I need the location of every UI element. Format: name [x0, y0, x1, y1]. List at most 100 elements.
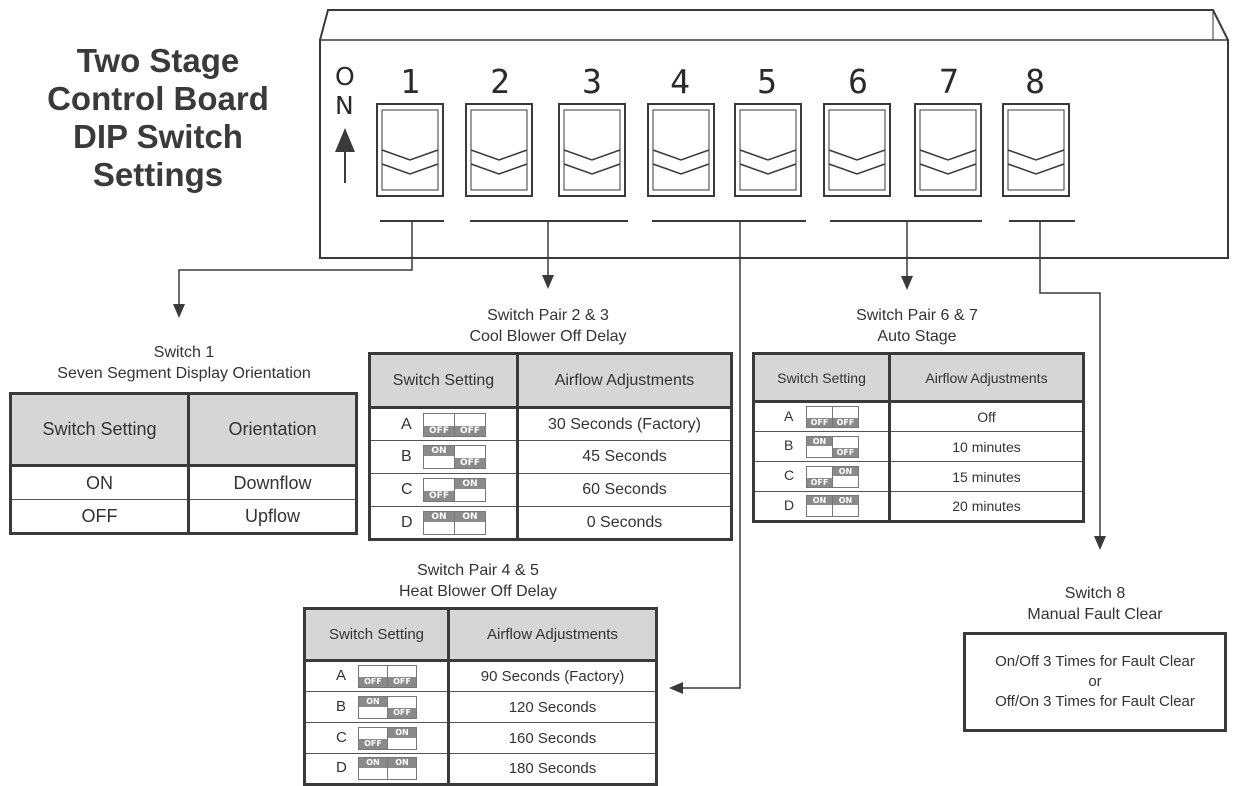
dip-switch-4-rocker-top	[652, 149, 710, 161]
switch-state-label: ON	[807, 496, 832, 505]
column-header: Orientation	[187, 393, 357, 467]
setting-letter: C	[784, 467, 795, 484]
wire-switch-1	[173, 222, 413, 318]
dip-switch-8-rocker-bottom	[1007, 163, 1065, 175]
orientation-cell: Upflow	[187, 499, 357, 534]
on-label-letter-o: O	[335, 62, 355, 91]
diagram-title: Two Stage Control Board DIP Switch Setti…	[10, 42, 306, 194]
dip-switch-8-rocker-top	[1007, 149, 1065, 161]
dip-switch-5	[734, 103, 802, 197]
dip-switch-right-state: ON	[454, 511, 485, 534]
switch-state-label: OFF	[359, 677, 387, 687]
dip-switch-left-state: OFF	[807, 466, 832, 487]
dip-switch-7-rocker-top	[919, 149, 977, 161]
airflow-adjustment-cell: Off	[888, 401, 1084, 432]
table-header-row: Switch Setting Airflow Adjustments	[369, 353, 732, 409]
wire-switch-pair-4-5	[669, 222, 741, 694]
fault-clear-line-2: or	[1088, 673, 1102, 690]
dip-switch-left-state: ON	[807, 496, 832, 516]
dip-switch-2-rocker-bottom	[470, 163, 528, 175]
dip-switch-6	[823, 103, 891, 197]
switch-number-4: 4	[670, 62, 690, 101]
dip-switch-right-state: ON	[832, 496, 858, 516]
switch-state-label: OFF	[388, 707, 416, 718]
setting-letter: D	[784, 496, 795, 513]
switch-state-label: OFF	[424, 425, 454, 436]
airflow-adjustment-cell: 20 minutes	[888, 491, 1084, 522]
switch-state-label: OFF	[388, 677, 416, 687]
switch-number-1: 1	[400, 62, 420, 101]
switch-number-7: 7	[939, 62, 959, 101]
switch8-caption: Switch 8 Manual Fault Clear	[975, 583, 1215, 625]
dip-switch-2-rocker-top	[470, 149, 528, 161]
column-header: Switch Setting	[10, 393, 189, 467]
dip-switch-right-state: ON	[387, 758, 416, 779]
switch-state-label: ON	[424, 446, 454, 456]
column-header: Switch Setting	[369, 353, 518, 409]
dip-switch-left-state: ON	[359, 696, 387, 718]
fault-clear-line-1: On/Off 3 Times for Fault Clear	[995, 653, 1195, 670]
setting-letter: A	[336, 667, 347, 685]
dip-switch-left-state: OFF	[359, 727, 387, 749]
setting-letter: D	[336, 759, 347, 777]
airflow-adjustment-cell: 120 Seconds	[447, 691, 657, 723]
dip-switch-1	[376, 103, 444, 197]
switch-state-label: ON	[833, 466, 858, 476]
fault-clear-box: On/Off 3 Times for Fault Clear or Off/On…	[963, 632, 1227, 732]
airflow-adjustment-cell: 60 Seconds	[516, 473, 732, 507]
switch-state-label: OFF	[359, 738, 387, 749]
switch-state-label: ON	[455, 479, 485, 489]
dip-switch-3-rocker-bottom	[563, 163, 621, 175]
on-direction-arrowhead	[335, 128, 355, 152]
dip-switch-left-state: ON	[359, 758, 387, 779]
switch-state-label: OFF	[833, 418, 858, 427]
dip-switch-right-state: OFF	[832, 407, 858, 427]
switch-state-label: OFF	[833, 447, 858, 457]
airflow-adjustment-cell: 160 Seconds	[447, 722, 657, 754]
dip-switch-right-state: OFF	[454, 446, 485, 468]
airflow-adjustment-cell: 0 Seconds	[516, 506, 732, 540]
table-row: OFF Upflow	[10, 499, 357, 534]
switch-number-5: 5	[757, 62, 777, 101]
dip-switch-right-state: ON	[387, 727, 416, 749]
dip-switch-1-rocker-bottom	[381, 163, 439, 175]
switch-state-label: ON	[807, 436, 832, 446]
switch1-caption-line-2: Seven Segment Display Orientation	[57, 365, 311, 382]
column-header: Airflow Adjustments	[516, 353, 732, 409]
column-header: Switch Setting	[304, 608, 449, 662]
airflow-adjustment-cell: 15 minutes	[888, 461, 1084, 492]
table-header-row: Switch Setting Airflow Adjustments	[753, 353, 1084, 403]
airflow-adjustment-cell: 90 Seconds (Factory)	[447, 660, 657, 692]
setting-letter: C	[401, 481, 413, 499]
airflow-adjustment-cell: 30 Seconds (Factory)	[516, 407, 732, 441]
table-row: ON Downflow	[10, 465, 357, 500]
title-line-1: Two Stage	[76, 42, 240, 79]
switch-state-label: OFF	[455, 425, 485, 436]
setting-letter: B	[784, 437, 794, 454]
title-line-2: Control Board	[47, 80, 269, 117]
column-header: Airflow Adjustments	[447, 608, 657, 662]
